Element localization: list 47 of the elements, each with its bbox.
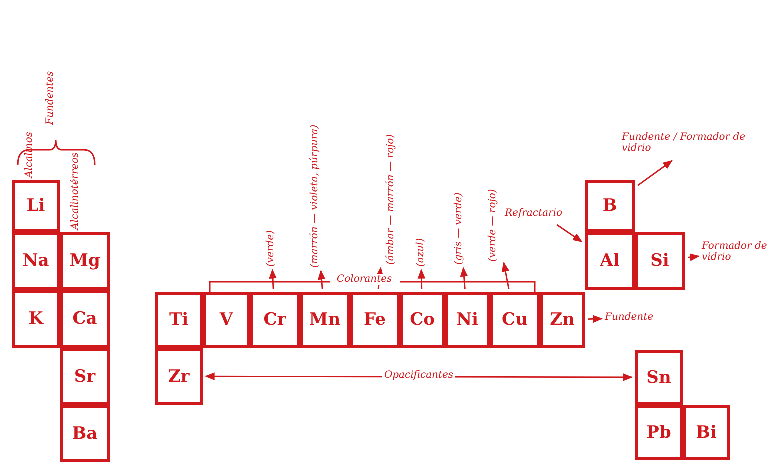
element-cell: V (203, 292, 250, 348)
group-label: Alcalinos (23, 131, 36, 178)
annotation-text: (ámbar — marrón — rojo) (383, 95, 399, 265)
annotation-text: (azul) (413, 215, 429, 267)
annotation-text: Fundente (605, 310, 665, 326)
element-cell: Sn (635, 350, 683, 405)
element-cell: Zr (155, 348, 203, 405)
element-cell: Bi (683, 405, 730, 460)
annotation-text: (verde — rojo) (485, 150, 501, 262)
arrow (588, 315, 603, 324)
arrow (502, 262, 510, 290)
element-cell: B (585, 180, 635, 232)
element-cell: Ni (445, 292, 490, 348)
arrow (638, 160, 673, 186)
group-label: Alcalinotérreos (69, 152, 82, 230)
arrow (688, 254, 700, 262)
element-cell: Ti (155, 292, 203, 348)
annotation-text: Fundente / Formador de vidrio (622, 128, 772, 158)
element-cell: Cu (490, 292, 540, 348)
element-cell: Na (12, 232, 60, 290)
arrow (269, 269, 277, 290)
element-cell: K (12, 290, 60, 348)
arrow (418, 269, 426, 290)
group-label: Fundentes (44, 70, 57, 125)
element-cell: Pb (635, 405, 683, 460)
annotation-text: Formador de vidrio (702, 236, 772, 268)
element-cell: Sr (60, 348, 110, 405)
arrow (556, 224, 583, 242)
element-cell: Cr (250, 292, 300, 348)
element-cell: Ca (60, 290, 110, 348)
element-cell: Fe (350, 292, 400, 348)
element-cell: Si (635, 232, 685, 290)
element-cell: Mn (300, 292, 350, 348)
annotation-text: (gris — verde) (451, 150, 467, 265)
arrow (460, 267, 468, 290)
arrow (318, 270, 326, 290)
annotation-text: (marrón — violeta, púrpura) (307, 118, 323, 268)
element-cell: Mg (60, 232, 110, 290)
annotation-text: Refractario (505, 206, 577, 222)
element-cell: Ba (60, 405, 110, 462)
element-cell: Zn (540, 292, 585, 348)
annotation-text: (verde) (263, 205, 279, 267)
group-label: Colorantes (335, 274, 394, 285)
edge-label: Opacificantes (382, 370, 456, 381)
element-cell: Li (12, 180, 60, 232)
element-cell: Al (585, 232, 635, 290)
element-cell: Co (400, 292, 445, 348)
